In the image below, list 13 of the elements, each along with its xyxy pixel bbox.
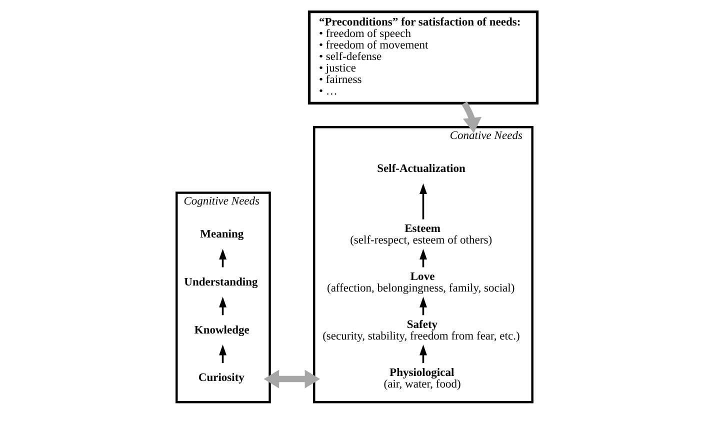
node-text: Physiological (air, water, food) <box>383 366 460 390</box>
node-text: Understanding <box>184 276 258 288</box>
arrow <box>419 183 426 220</box>
node-text: Esteem (self-respect, esteem of others) <box>350 223 492 247</box>
node-text: Love (affection, belongingness, family, social) <box>326 271 514 295</box>
node-text: Safety (security, stability, freedom from fear, etc.) <box>322 318 520 342</box>
node-box: “Preconditions” for satisfaction of needs: • freedom of speech • freedom of movement • self-defense • justice • fairness • … <box>307 10 538 104</box>
node-text: Self-Actualization <box>376 162 465 175</box>
node-text: Curiosity <box>198 372 244 384</box>
node-text: Knowledge <box>194 324 249 336</box>
node-text: Meaning <box>200 228 244 240</box>
arrow <box>263 370 320 388</box>
arrow <box>461 102 482 134</box>
